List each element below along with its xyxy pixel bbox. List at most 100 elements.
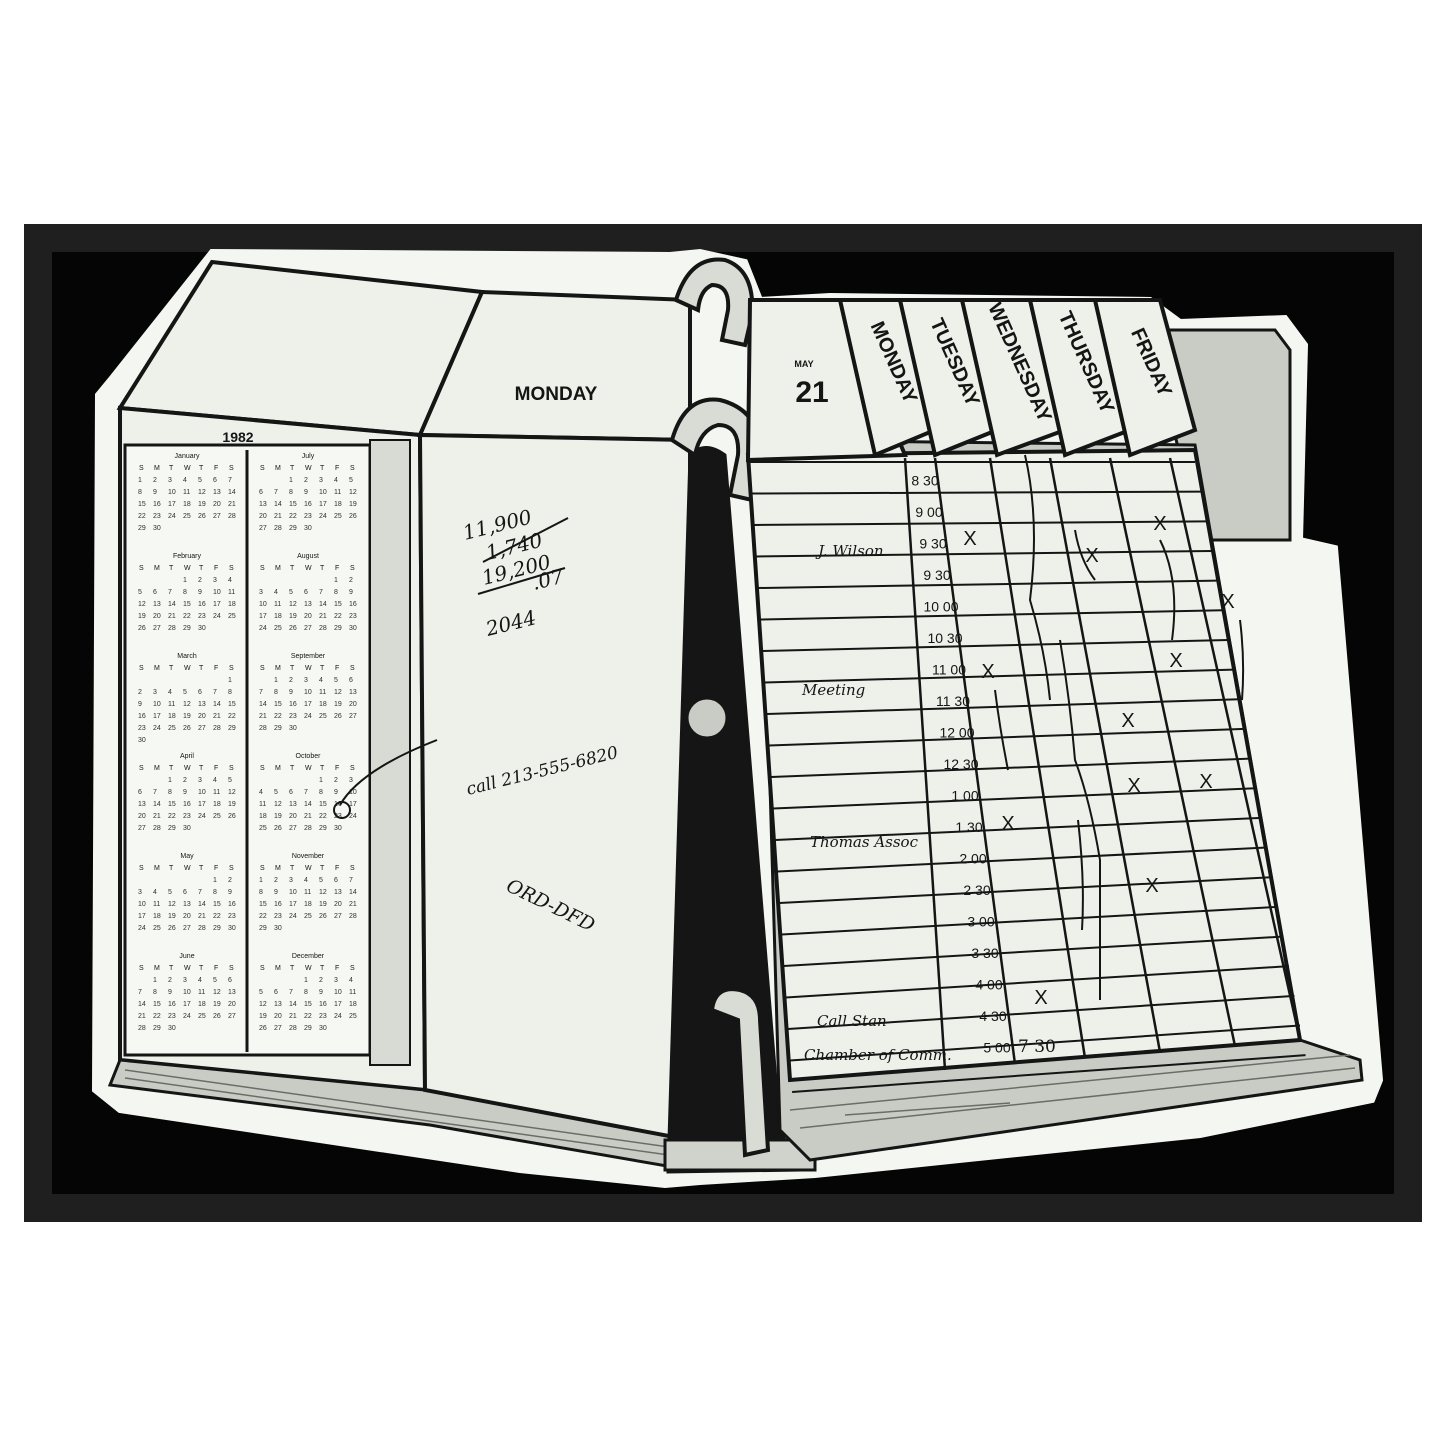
calendar-month-title: October	[296, 753, 322, 760]
calendar-day: 26	[319, 913, 327, 920]
calendar-day: 7	[168, 589, 172, 596]
calendar-day: 9	[289, 689, 293, 696]
calendar-day: 5	[198, 477, 202, 484]
calendar-weekday: T	[320, 465, 325, 472]
calendar-day: 22	[228, 713, 236, 720]
calendar-day: 2	[183, 777, 187, 784]
pen-scribble	[1159, 539, 1176, 641]
calendar-day: 4	[228, 577, 232, 584]
calendar-day: 22	[334, 613, 342, 620]
calendar-day: 22	[183, 613, 191, 620]
calendar-day: 6	[213, 477, 217, 484]
calendar-weekday: T	[169, 965, 174, 972]
time-slot: 4 00	[975, 977, 1002, 993]
calendar-day: 13	[138, 801, 146, 808]
calendar-day: 20	[138, 813, 146, 820]
calendar-day: 18	[168, 713, 176, 720]
calendar-month-title: August	[297, 553, 319, 560]
schedule-row-line	[792, 1054, 1306, 1093]
calendar-day: 21	[274, 513, 282, 520]
calendar-day: 1	[334, 577, 338, 584]
calendar-weekday: S	[139, 865, 144, 872]
calendar-weekday: S	[139, 665, 144, 672]
calendar-day: 1	[228, 677, 232, 684]
calendar-day: 9	[228, 889, 232, 896]
calendar-weekday: M	[275, 965, 281, 972]
calendar-day: 22	[304, 1013, 312, 1020]
calendar-day: 10	[183, 989, 191, 996]
calendar-day: 5	[334, 677, 338, 684]
schedule-row-line	[758, 579, 1218, 589]
calendar-weekday: W	[184, 765, 191, 772]
calendar-day: 23	[138, 725, 146, 732]
calendar-day: 29	[183, 625, 191, 632]
calendar-day: 20	[289, 813, 297, 820]
schedule-row-line	[762, 638, 1229, 652]
calendar-day: 19	[138, 613, 146, 620]
calendar-day: 26	[349, 513, 357, 520]
calendar-weekday: S	[139, 765, 144, 772]
calendar-day: 9	[198, 589, 202, 596]
calendar-day: 27	[183, 925, 191, 932]
calendar-day: 29	[228, 725, 236, 732]
calendar-weekday: F	[214, 665, 218, 672]
calendar-day: 16	[228, 901, 236, 908]
calendar-day: 21	[304, 813, 312, 820]
calendar-day: 22	[168, 813, 176, 820]
calendar-day: 23	[183, 813, 191, 820]
calendar-day: 15	[319, 801, 327, 808]
calendar-weekday: M	[275, 665, 281, 672]
calendar-weekday: M	[275, 865, 281, 872]
calendar-day: 27	[138, 825, 146, 832]
calendar-weekday: F	[214, 765, 218, 772]
calendar-day: 18	[228, 601, 236, 608]
day-tab-friday[interactable]	[1092, 298, 1198, 458]
calendar-day: 15	[138, 501, 146, 508]
time-slot: 11 00	[932, 662, 966, 678]
calendar-day: 20	[334, 901, 342, 908]
calendar-day: 21	[349, 901, 357, 908]
calendar-day: 3	[168, 477, 172, 484]
time-slot: 2 00	[959, 851, 986, 867]
calendar-day: 12	[274, 801, 282, 808]
calendar-day: 29	[319, 825, 327, 832]
calendar-day: 11	[228, 589, 235, 596]
calendar-day: 24	[259, 625, 267, 632]
calendar-day: 27	[289, 825, 297, 832]
calendar-day: 12	[213, 989, 221, 996]
calendar-day: 24	[289, 913, 297, 920]
calendar-day: 15	[213, 901, 221, 908]
calendar-day: 11	[183, 489, 190, 496]
calendar-weekday: M	[154, 865, 160, 872]
schedule-row-line	[783, 935, 1284, 967]
calendar-month-title: July	[302, 453, 315, 460]
calendar-day: 12	[334, 689, 342, 696]
calendar-day: 25	[319, 713, 327, 720]
calendar-weekday: T	[290, 565, 295, 572]
calendar-weekday: T	[199, 965, 204, 972]
calendar-month-title: January	[175, 453, 200, 460]
calendar-day: 8	[274, 689, 278, 696]
note-row-13: Thomas Assoc	[810, 833, 919, 851]
calendar-day: 13	[213, 489, 221, 496]
note-row-18: Call Stan	[817, 1012, 887, 1030]
calendar-day: 17	[168, 501, 176, 508]
calendar-day: 21	[213, 713, 221, 720]
calendar-day: 28	[289, 1025, 297, 1032]
calendar-day: 25	[228, 613, 236, 620]
calendar-day: 3	[213, 577, 217, 584]
date-month: MAY	[794, 359, 813, 369]
calendar-day: 5	[349, 477, 353, 484]
calendar-day: 5	[168, 889, 172, 896]
calendar-day: 30	[168, 1025, 176, 1032]
calendar-weekday: M	[154, 665, 160, 672]
calendar-day: 28	[349, 913, 357, 920]
calendar-day: 20	[228, 1001, 236, 1008]
calendar-weekday: T	[199, 665, 204, 672]
calendar-day: 7	[304, 789, 308, 796]
calendar-day: 3	[183, 977, 187, 984]
schedule-row-line	[754, 520, 1207, 526]
calendar-day: 30	[138, 737, 146, 744]
calendar-day: 29	[289, 525, 297, 532]
